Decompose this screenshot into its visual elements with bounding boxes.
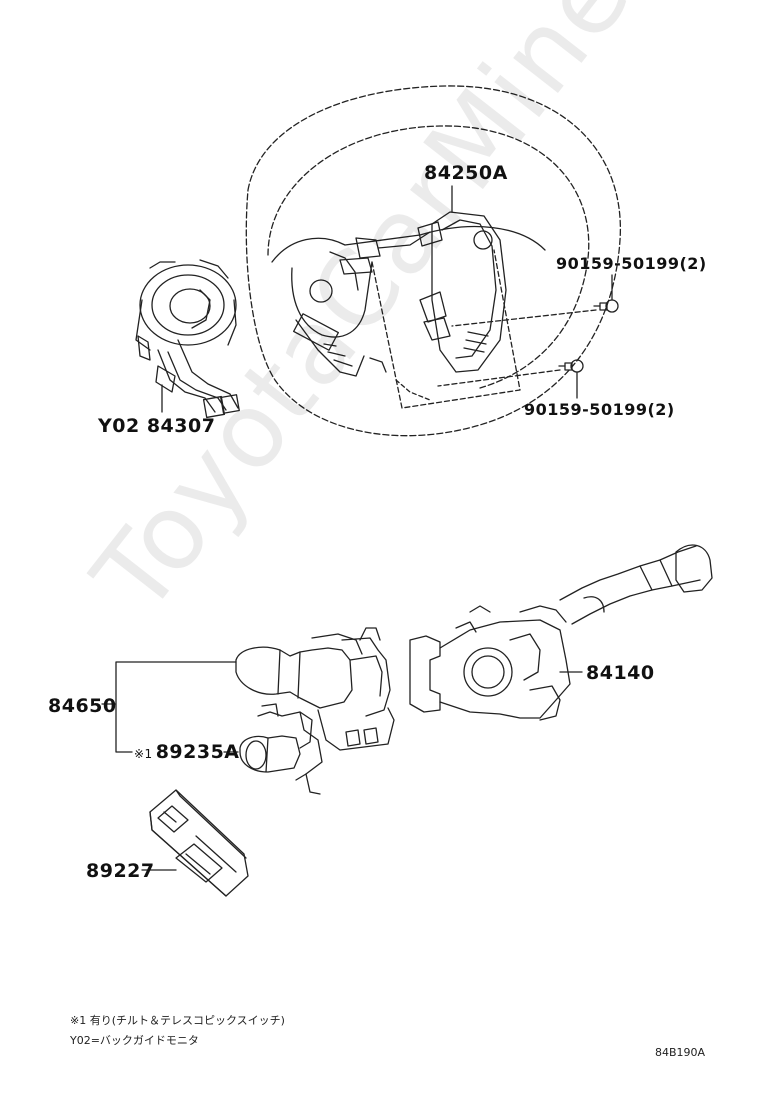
- tilt-marker: ※1: [134, 747, 153, 761]
- part-number-89235a: 89235A: [155, 741, 240, 763]
- screw-upper-drawing: [593, 274, 619, 313]
- figure-code: 84B190A: [655, 1046, 706, 1059]
- part-label-84307[interactable]: Y02 84307: [98, 415, 216, 437]
- part-label-84250a[interactable]: 84250A: [424, 162, 508, 184]
- part-label-screw-upper[interactable]: 90159-50199(2): [556, 254, 707, 273]
- combination-switch-drawing: [409, 544, 713, 721]
- leader-screw-upper: [451, 309, 597, 327]
- screw-lower-drawing: [558, 359, 584, 399]
- module-drawing: [149, 789, 249, 897]
- spiral-cable-drawing: [135, 259, 240, 419]
- part-label-89227[interactable]: 89227: [86, 860, 155, 882]
- wiper-switch-drawing: [235, 627, 395, 751]
- tilt-switch-drawing: [239, 703, 323, 795]
- part-label-84650[interactable]: 84650: [48, 695, 117, 717]
- footnote-2: Y02=バックガイドモニタ: [70, 1034, 199, 1047]
- part-label-84140[interactable]: 84140: [586, 662, 655, 684]
- leader-screw-lower: [437, 369, 561, 387]
- bracket-84650: [101, 661, 237, 753]
- footnote-1: ※1 有り(チルト＆テレスコピックスイッチ): [70, 1014, 285, 1027]
- part-label-screw-lower[interactable]: 90159-50199(2): [524, 400, 675, 419]
